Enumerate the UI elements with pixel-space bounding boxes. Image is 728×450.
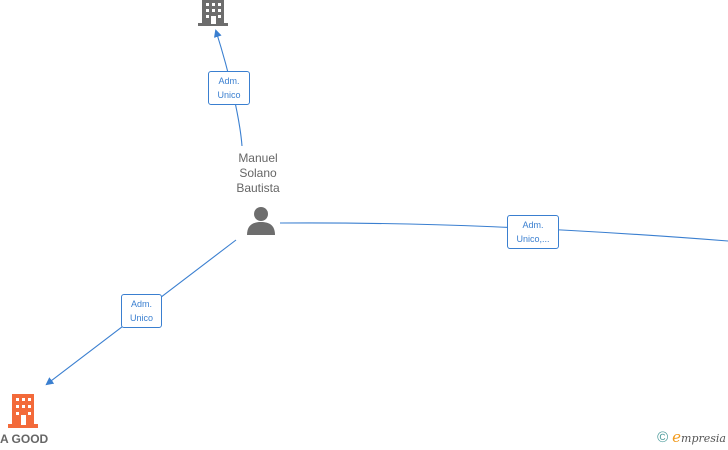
brand-text: mpresia [681, 432, 726, 445]
edge-to-right-company[interactable] [279, 222, 728, 242]
edge-label-bottom-left[interactable]: Adm. Unico [121, 294, 162, 328]
brand-initial: e [672, 428, 682, 446]
building-icon[interactable] [8, 394, 38, 428]
company-name[interactable]: A GOOD [0, 432, 49, 446]
building-icon[interactable] [198, 0, 228, 26]
edge-label-top[interactable]: Adm. Unico [208, 71, 250, 105]
person-name[interactable]: Manuel Solano Bautista [236, 151, 280, 195]
copyright-symbol: © [657, 429, 669, 446]
edge-label-right[interactable]: Adm. Unico,... [507, 215, 559, 249]
brand-logo: ©empresia [657, 428, 726, 446]
person-icon[interactable] [246, 206, 276, 236]
